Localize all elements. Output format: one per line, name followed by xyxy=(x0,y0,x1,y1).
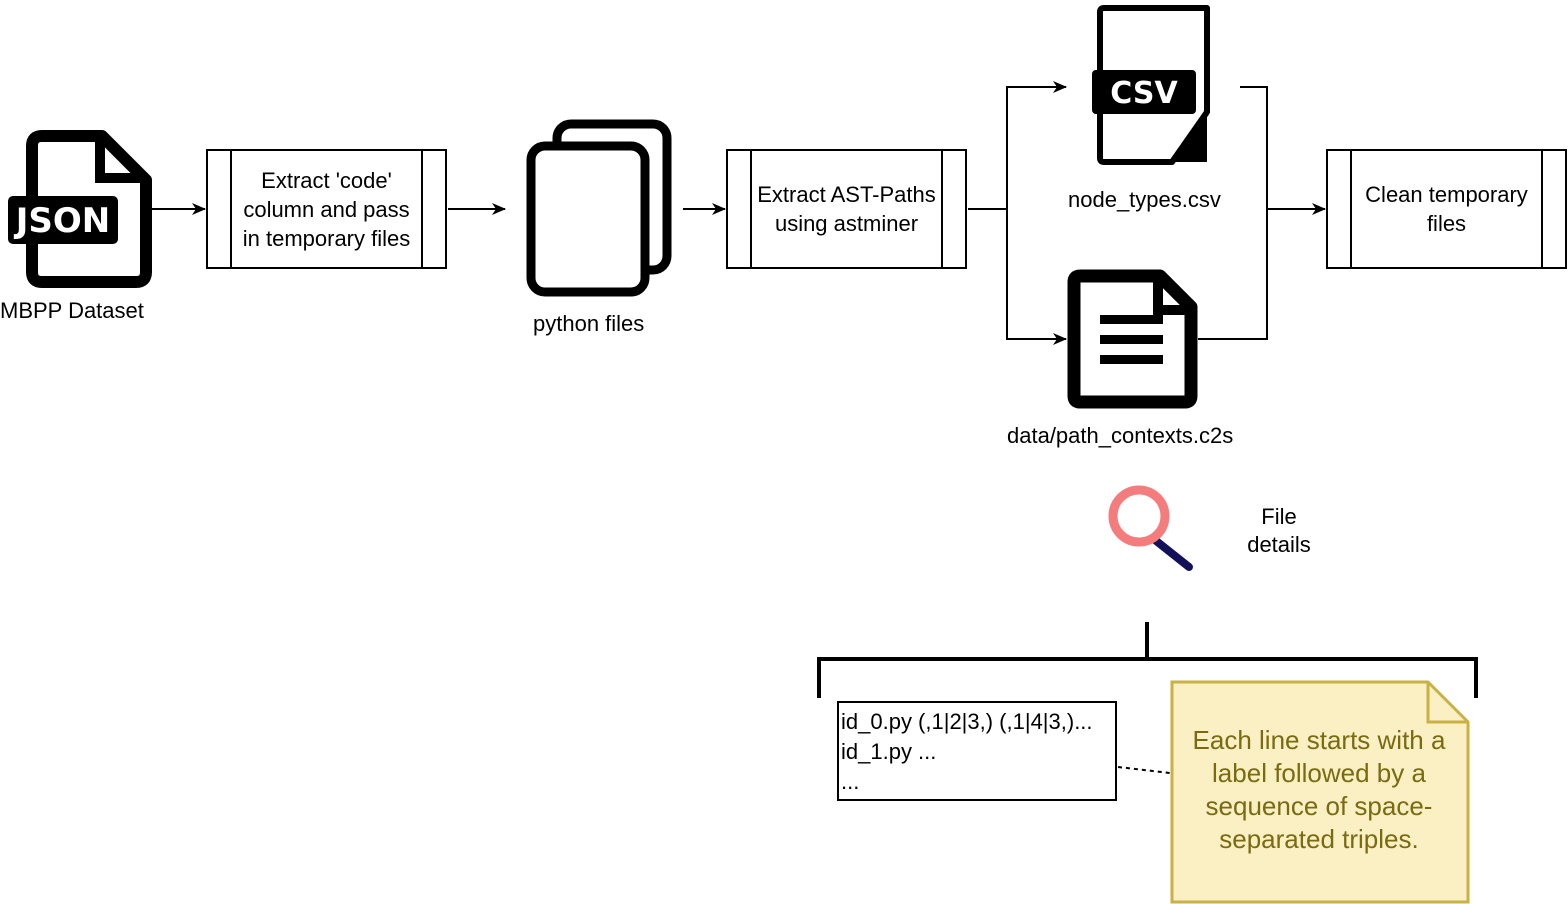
extract-ast-text: Extract AST-Paths using astminer xyxy=(757,182,936,236)
magnifier-icon xyxy=(1108,485,1193,571)
edge-csv-to-clean xyxy=(1240,86,1326,215)
node-types-label: node_types.csv xyxy=(1068,187,1221,212)
json-icon-text: JSON xyxy=(14,201,111,241)
code-line: ... xyxy=(841,769,860,794)
python-files-label: python files xyxy=(533,311,645,336)
code-sample-box: id_0.py (,1|2|3,) (,1|4|3,)... id_1.py .… xyxy=(837,701,1117,801)
connectors xyxy=(148,81,1326,774)
csv-icon-text: CSV xyxy=(1110,76,1178,111)
edge-ast-to-csv xyxy=(968,81,1067,210)
extract-code-step: Extract 'code' column and pass in tempor… xyxy=(206,149,447,269)
json-file-icon: JSON xyxy=(8,130,152,288)
csv-file-icon: CSV xyxy=(1092,5,1210,165)
dataset-label: MBPP Dataset xyxy=(0,298,144,323)
note-link xyxy=(1117,766,1171,774)
extract-code-text: Extract 'code' column and pass in tempor… xyxy=(242,167,411,251)
files-stack-icon xyxy=(526,119,672,297)
edge-c2s-to-clean xyxy=(1198,209,1268,340)
path-contexts-label: data/path_contexts.c2s xyxy=(1007,423,1234,448)
edge-ast-to-c2s xyxy=(1006,209,1067,345)
clean-text: Clean temporary files xyxy=(1365,182,1528,236)
details-bracket xyxy=(817,622,1478,698)
extract-ast-step: Extract AST-Paths using astminer xyxy=(726,149,967,269)
note-shape xyxy=(1170,680,1470,904)
code-line: id_1.py ... xyxy=(841,739,937,764)
clean-step: Clean temporary files xyxy=(1326,149,1567,269)
text-document-icon xyxy=(1067,269,1198,409)
note-text: Each line starts with a label followed b… xyxy=(1192,725,1446,854)
file-details-label: File details xyxy=(1247,504,1311,557)
code-line: id_0.py (,1|2|3,) (,1|4|3,)... xyxy=(841,709,1093,734)
